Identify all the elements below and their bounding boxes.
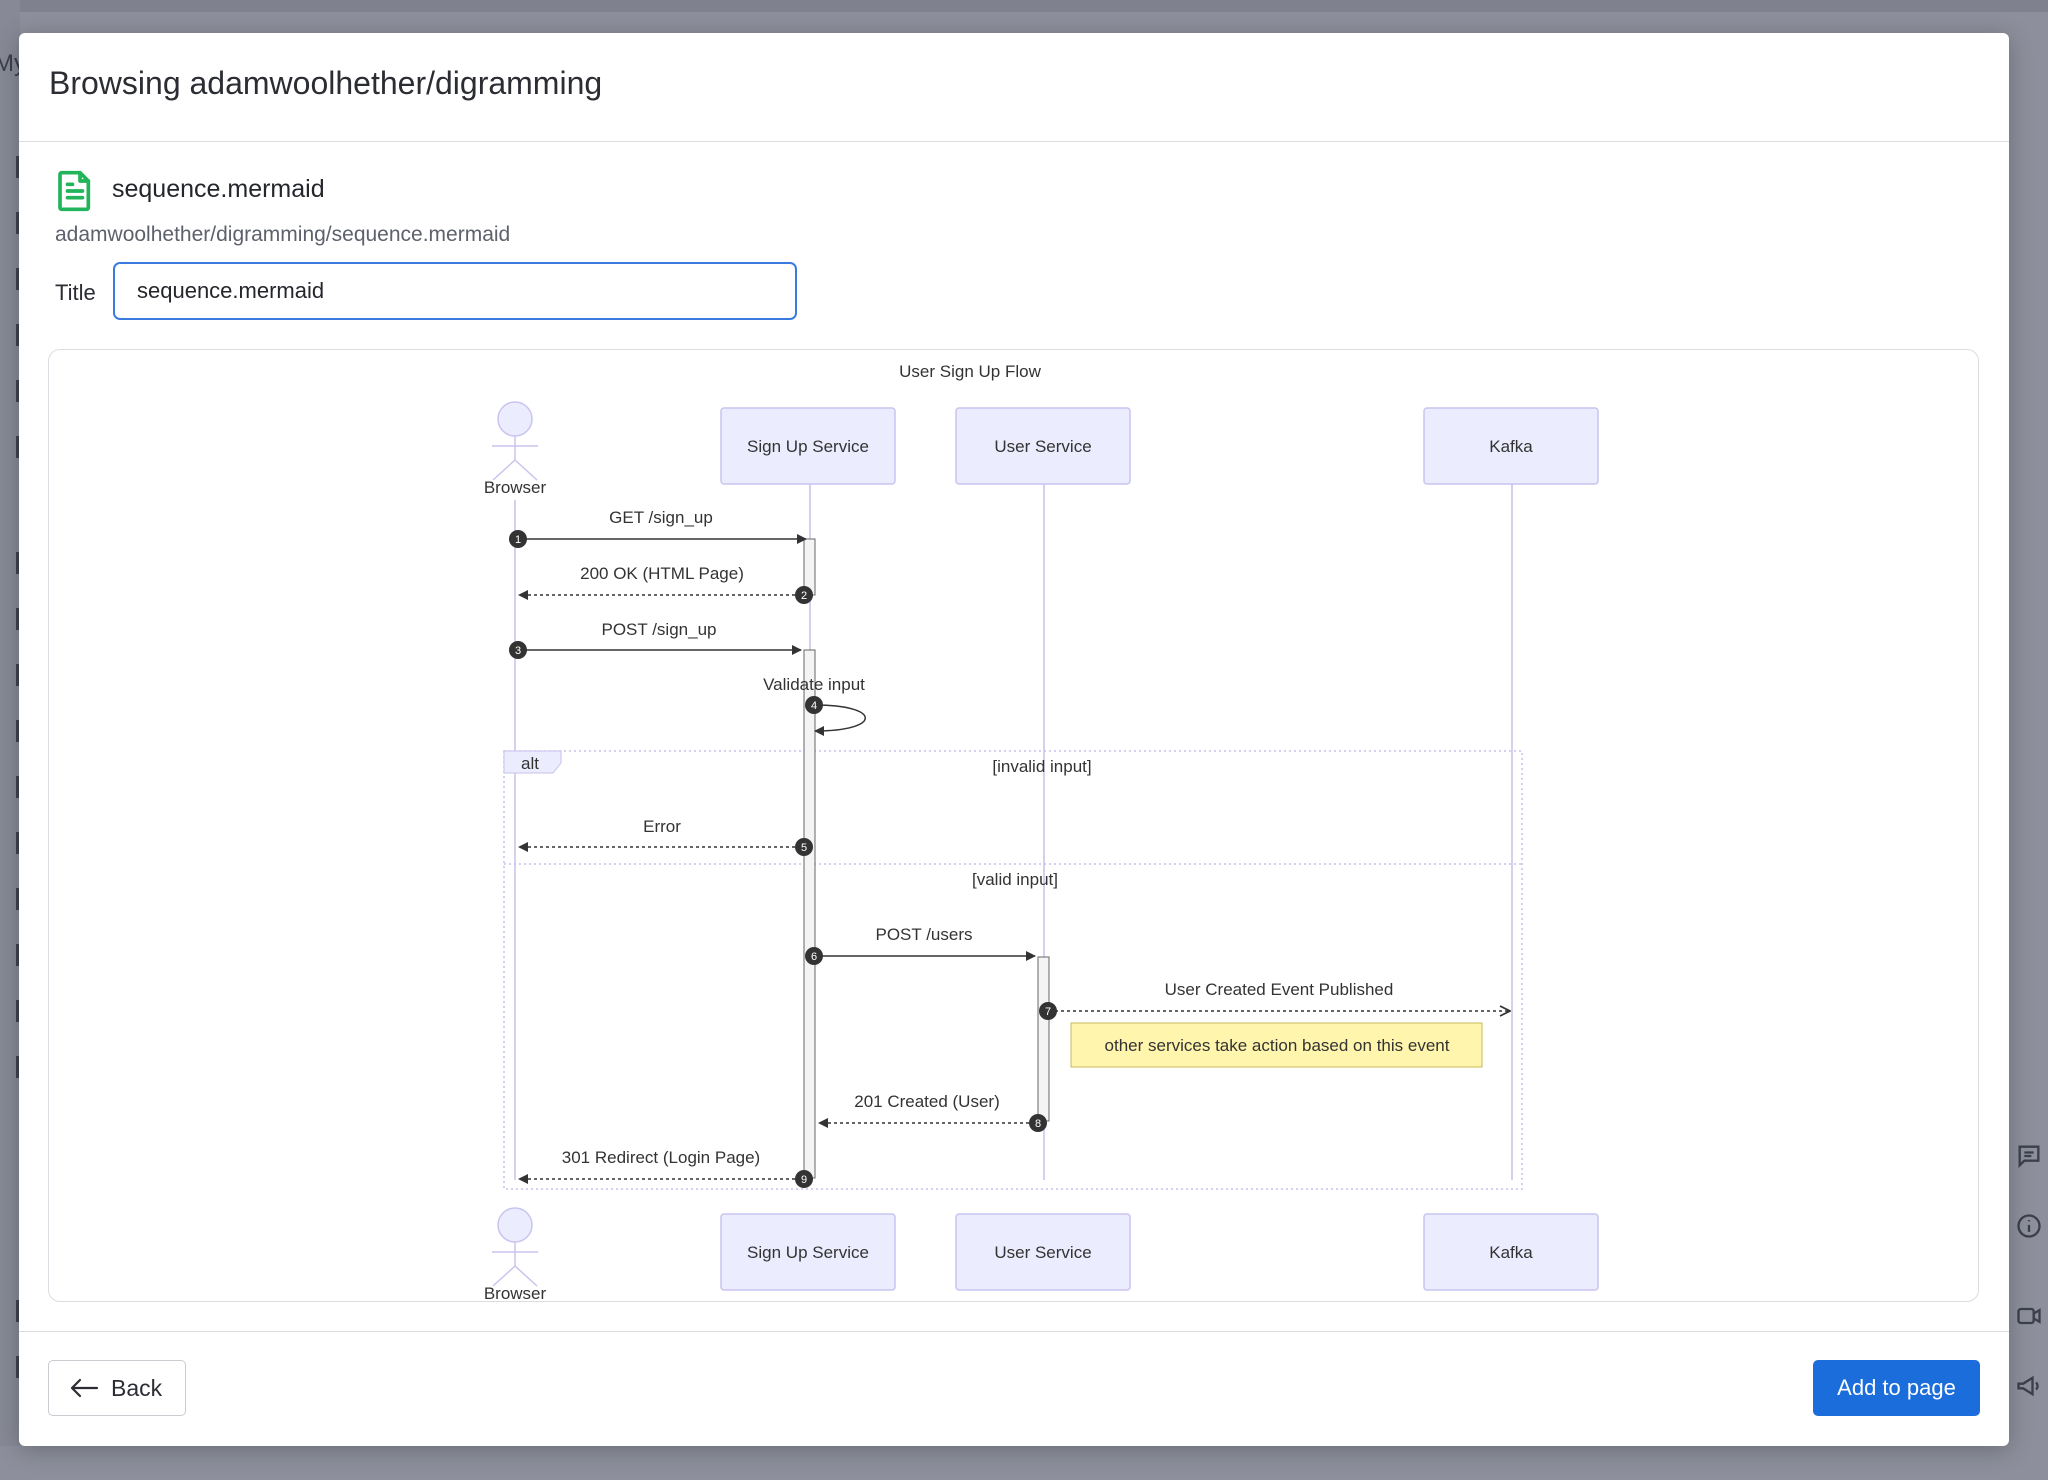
modal-title: Browsing adamwoolhether/digramming (49, 65, 603, 101)
background-bottom-bar (0, 1446, 2048, 1480)
sidebar-tick (16, 1000, 20, 1022)
back-button-label: Back (111, 1374, 163, 1401)
svg-text:4: 4 (811, 700, 817, 712)
participant-label: Browser (484, 1284, 547, 1302)
sidebar-tick (16, 664, 20, 686)
diagram-title: User Sign Up Flow (899, 362, 1041, 381)
alt-block (503, 750, 1523, 1190)
sidebar-tick (16, 608, 20, 630)
message-label: POST /users (876, 925, 973, 944)
message-label: 200 OK (HTML Page) (580, 564, 744, 583)
video-icon (2014, 1302, 2044, 1332)
sidebar-tick (16, 380, 20, 402)
sidebar-tick (16, 1056, 20, 1078)
svg-text:8: 8 (1035, 1118, 1041, 1130)
info-icon (2014, 1212, 2044, 1242)
message-label: 201 Created (User) (854, 1092, 1000, 1111)
sidebar-tick (16, 1356, 20, 1378)
participant-label: User Service (994, 437, 1091, 456)
sidebar-tick (16, 268, 20, 290)
comment-icon (2014, 1142, 2044, 1172)
svg-text:6: 6 (811, 951, 817, 963)
sidebar-tick (16, 776, 20, 798)
title-label: Title (55, 280, 96, 305)
sequence-number: 9 (795, 1170, 813, 1188)
diagram-note (1070, 1022, 1483, 1068)
modal-footer: Back Add to page (19, 1331, 2009, 1446)
message-label: Error (643, 817, 681, 836)
participant-label: Sign Up Service (747, 1243, 869, 1262)
sidebar-tick (16, 156, 20, 178)
participant-user-service-bottom: User Service (955, 1213, 1131, 1291)
participant-sign-up-service-bottom: Sign Up Service (720, 1213, 896, 1291)
participant-label: User Service (994, 1243, 1091, 1262)
title-input[interactable] (113, 262, 797, 320)
message-label: Validate input (763, 675, 865, 694)
sidebar-tick (16, 720, 20, 742)
alt-label-tab (503, 750, 562, 774)
file-text-icon (55, 169, 95, 213)
message-label: GET /sign_up (609, 508, 713, 527)
participant-user-service-top: User Service (955, 407, 1131, 485)
note-text: other services take action based on this… (1105, 1036, 1450, 1055)
message-label: POST /sign_up (602, 620, 717, 639)
modal-header: Browsing adamwoolhether/digramming (19, 33, 2009, 142)
sequence-number: 1 (509, 530, 527, 548)
add-to-page-button[interactable]: Add to page (1813, 1360, 1980, 1416)
browse-modal: Browsing adamwoolhether/digramming seque… (19, 33, 2009, 1446)
message-label: User Created Event Published (1165, 980, 1394, 999)
back-button[interactable]: Back (48, 1360, 186, 1416)
alt-label: alt (521, 754, 539, 773)
participant-sign-up-service-top: Sign Up Service (720, 407, 896, 485)
alt-section-label: [valid input] (972, 870, 1058, 889)
svg-text:3: 3 (515, 645, 521, 657)
sidebar-tick (16, 832, 20, 854)
sidebar-tick (16, 212, 20, 234)
actor-browser-top: Browser (484, 401, 547, 497)
message-label: 301 Redirect (Login Page) (562, 1148, 760, 1167)
activation-bar (1037, 956, 1050, 1122)
background-topbar (0, 0, 2048, 12)
participant-kafka-bottom: Kafka (1423, 1213, 1599, 1291)
svg-text:7: 7 (1045, 1006, 1051, 1018)
sequence-number: 3 (509, 641, 527, 659)
actor-browser-bottom: Browser (484, 1207, 547, 1302)
sequence-number: 8 (1029, 1114, 1047, 1132)
participant-label: Kafka (1489, 1243, 1533, 1262)
sidebar-tick (16, 324, 20, 346)
svg-text:1: 1 (515, 534, 521, 546)
diagram-preview: User Sign Up Flow alt [invalid input] [v… (48, 349, 1979, 1302)
self-message-arrow (814, 704, 866, 736)
participant-kafka-top: Kafka (1423, 407, 1599, 485)
activation-bar (803, 649, 816, 1179)
sidebar-tick (16, 944, 20, 966)
alt-section-label: [invalid input] (992, 757, 1091, 776)
svg-text:9: 9 (801, 1174, 807, 1186)
participant-label: Kafka (1489, 437, 1533, 456)
sidebar-tick (16, 888, 20, 910)
background-left-sidebar: My (0, 0, 26, 1480)
participant-label: Sign Up Service (747, 437, 869, 456)
participant-label: Browser (484, 478, 547, 497)
file-path: adamwoolhether/digramming/sequence.merma… (55, 223, 511, 246)
megaphone-icon (2014, 1372, 2044, 1402)
sidebar-tick (16, 552, 20, 574)
sequence-number: 7 (1039, 1002, 1057, 1020)
sequence-number: 4 (805, 696, 823, 714)
svg-text:5: 5 (801, 842, 807, 854)
sequence-number: 5 (795, 838, 813, 856)
sequence-diagram: User Sign Up Flow alt [invalid input] [v… (484, 362, 1599, 1302)
svg-text:2: 2 (801, 590, 807, 602)
sidebar-tick (16, 1300, 20, 1322)
sidebar-tick (16, 436, 20, 458)
sequence-number: 6 (805, 947, 823, 965)
sequence-number: 2 (795, 586, 813, 604)
arrow-left-icon (69, 1377, 99, 1399)
file-name: sequence.mermaid (112, 175, 325, 203)
